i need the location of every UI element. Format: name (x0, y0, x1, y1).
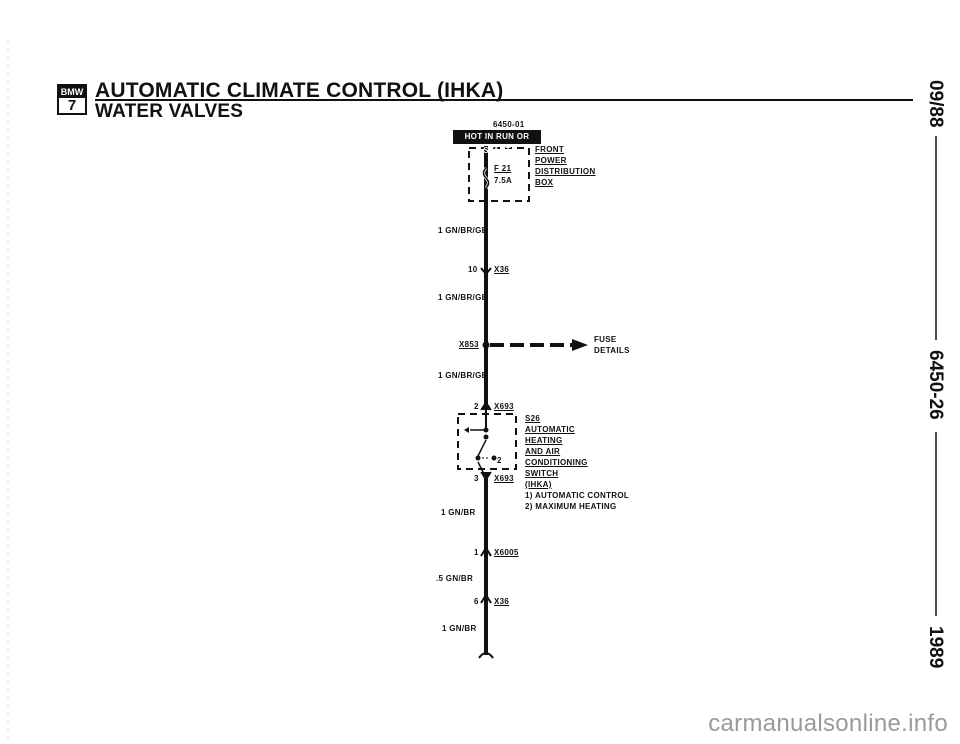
switch-line-3: HEATING (525, 436, 563, 445)
wire-end (478, 652, 494, 659)
fuse-id: F 21 (494, 164, 512, 173)
switch-position-2: 2 (497, 456, 502, 465)
wire-label-2: 1 GN/BR/GE (438, 293, 488, 302)
logo-series: 7 (67, 97, 77, 114)
power-label: HOT IN RUN OR START (453, 130, 541, 155)
x36-label: X36 (494, 265, 510, 274)
splice-dot (482, 341, 490, 349)
switch-line-1: S26 (525, 414, 541, 423)
wire-label-6: 1 GN/BR (442, 624, 477, 633)
page-subtitle: WATER VALVES (95, 101, 244, 122)
wire-label-1: 1 GN/BR/GE (438, 226, 488, 235)
switch-line-7: (IHKA) (525, 480, 552, 489)
box-label-power: POWER (535, 156, 567, 165)
switch-contact (483, 434, 489, 440)
fuse-ref: 6450-01 (493, 120, 525, 129)
x693-bottom-connector (480, 471, 492, 482)
sidebar-year: 1989 (925, 626, 946, 669)
switch-line-4: AND AIR (525, 447, 561, 456)
switch-line-6: SWITCH (525, 469, 559, 478)
title-rule (95, 99, 913, 101)
x693-top-connector (480, 400, 492, 411)
switch-line-2: AUTOMATIC (525, 425, 575, 434)
x693-bottom-pin: 3 (474, 474, 479, 483)
bmw-logo: BMW 7 (57, 84, 87, 115)
logo-brand: BMW (59, 86, 85, 98)
wire-label-5: .5 GN/BR (436, 574, 474, 583)
sidebar-page-number: 6450-26 (925, 350, 946, 420)
x36-lower-label: X36 (494, 597, 510, 606)
x6005-pin: 1 (474, 548, 479, 557)
note-1: 1) AUTOMATIC CONTROL (525, 491, 630, 500)
x36-lower-pin: 6 (474, 597, 479, 606)
sidebar-date: 09/88 (925, 80, 946, 128)
box-label-box: BOX (535, 178, 554, 187)
x6005-label: X6005 (494, 548, 519, 557)
splice-label: X853 (459, 340, 479, 349)
wire-label-3: 1 GN/BR/GE (438, 371, 488, 380)
fuse-rating: 7.5A (494, 176, 513, 185)
page-title: AUTOMATIC CLIMATE CONTROL (IHKA) (95, 79, 504, 102)
switch-line-5: CONDITIONING (525, 458, 588, 467)
fuse-box-outline (468, 147, 530, 202)
x6005-connector (480, 546, 492, 557)
x36-pin: 10 (468, 265, 478, 274)
fuse-details-line-1: FUSE (594, 335, 617, 344)
watermark: carmanualsonline.info (708, 710, 948, 737)
note-2: 2) MAXIMUM HEATING (525, 502, 617, 511)
fuse-details-line-2: DETAILS (594, 346, 630, 355)
x693-top-pin: 2 (474, 402, 479, 411)
x693-bottom-label: X693 (494, 474, 514, 483)
x693-top-label: X693 (494, 402, 514, 411)
box-label-front: FRONT (535, 145, 565, 154)
wire-label-4: 1 GN/BR (441, 508, 476, 517)
box-label-distribution: DISTRIBUTION (535, 167, 596, 176)
x36-lower-connector (480, 593, 492, 604)
x36-connector (480, 267, 492, 276)
